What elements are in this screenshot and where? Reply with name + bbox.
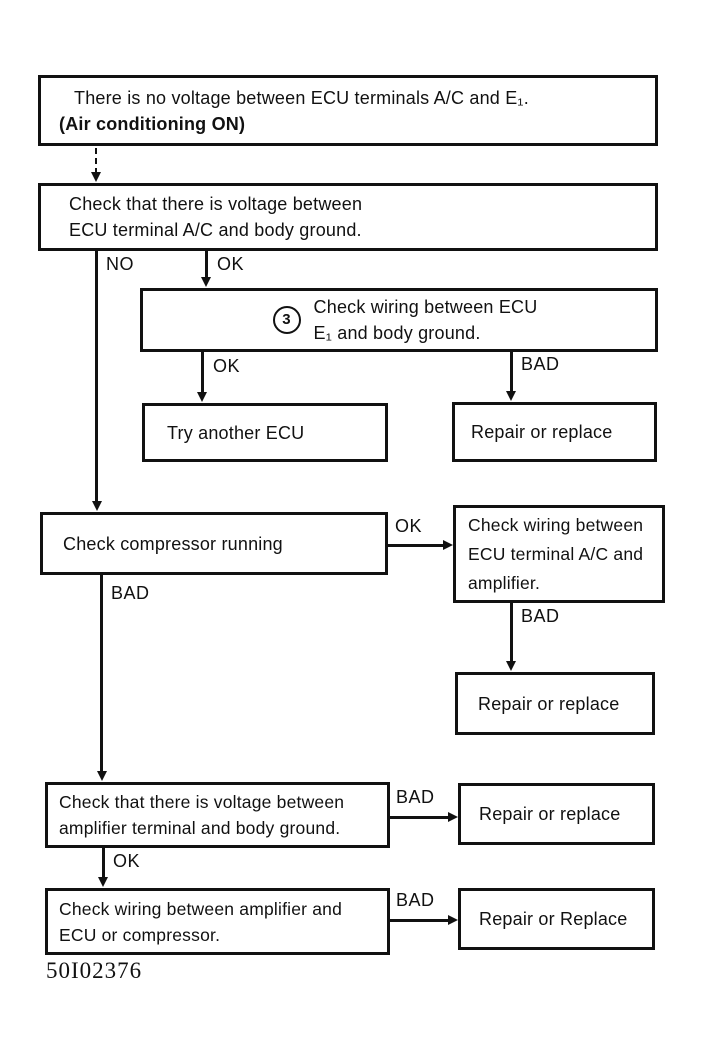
arrowhead-bad-1 xyxy=(506,391,516,401)
repair-replace-3-text: Repair or replace xyxy=(479,804,621,824)
check-voltage-amp-line-2: amplifier terminal and body ground. xyxy=(59,818,341,838)
flow-box-repair-replace-1: Repair or replace xyxy=(452,402,657,462)
check-voltage-ecu-line-1: Check that there is voltage between xyxy=(69,194,363,214)
arrowhead-bad-3 xyxy=(96,771,107,781)
connector-ok-2 xyxy=(201,352,204,395)
flow-box-repair-replace-4: Repair or Replace xyxy=(458,888,655,950)
edge-label-bad-4: BAD xyxy=(396,787,435,807)
edge-label-ok-1: OK xyxy=(217,254,245,274)
flow-box-check-voltage-ecu: Check that there is voltage between ECU … xyxy=(38,183,658,251)
check-compressor-text: Check compressor running xyxy=(63,533,283,554)
flow-box-problem-statement: There is no voltage between ECU terminal… xyxy=(38,75,658,146)
try-another-ecu-text: Try another ECU xyxy=(167,422,305,443)
check-wiring-e1-line-2: E₁ and body ground. xyxy=(313,323,481,343)
connector-bad-4 xyxy=(390,816,450,819)
edge-label-no: NO xyxy=(106,254,134,274)
check-wiring-amp-line-3: amplifier. xyxy=(468,572,541,593)
check-voltage-ecu-line-2: ECU terminal A/C and body ground. xyxy=(69,220,362,240)
check-wiring-amp-line-2: ECU terminal A/C and xyxy=(468,543,644,564)
flow-box-check-wiring-e1: 3 Check wiring between ECU E₁ and body g… xyxy=(140,288,658,352)
edge-label-bad-1: BAD xyxy=(521,354,560,374)
arrowhead-ok-3 xyxy=(443,540,453,550)
flow-box-try-another-ecu: Try another ECU xyxy=(142,403,388,462)
arrowhead-ok-4 xyxy=(98,877,108,887)
arrowhead-no-branch xyxy=(91,501,102,511)
problem-line-1: There is no voltage between ECU terminal… xyxy=(74,87,529,108)
connector-no-branch xyxy=(95,251,98,503)
connector-ok-1 xyxy=(205,251,208,280)
arrowhead-bad-4 xyxy=(448,812,458,822)
connector-bad-3 xyxy=(100,575,103,774)
connector-ok-3 xyxy=(388,544,445,547)
connector-bad-1 xyxy=(510,352,513,394)
problem-line-2: (Air conditioning ON) xyxy=(59,113,246,134)
flow-box-check-compressor: Check compressor running xyxy=(40,512,388,575)
arrowhead-bad-2 xyxy=(506,661,516,671)
repair-replace-1-text: Repair or replace xyxy=(471,422,613,442)
step-number-badge: 3 xyxy=(272,306,301,334)
edge-label-bad-3: BAD xyxy=(111,583,150,603)
check-wiring-e1-text: Check wiring between ECU E₁ and body gro… xyxy=(314,294,538,346)
edge-label-ok-3: OK xyxy=(395,516,423,536)
flow-box-repair-replace-3: Repair or replace xyxy=(458,783,655,845)
edge-label-ok-4: OK xyxy=(113,851,141,871)
connector-bad-5 xyxy=(390,919,450,922)
arrowhead-start-dashed xyxy=(91,172,101,182)
check-wiring-final-line-1: Check wiring between amplifier and xyxy=(59,898,343,919)
check-voltage-amp-line-1: Check that there is voltage between xyxy=(59,792,345,812)
flow-box-check-wiring-amplifier: Check wiring between ECU terminal A/C an… xyxy=(453,505,665,603)
repair-replace-4-text: Repair or Replace xyxy=(479,909,628,929)
repair-replace-2-text: Repair or replace xyxy=(478,693,620,714)
connector-bad-2 xyxy=(510,603,513,664)
arrowhead-ok-1 xyxy=(201,277,211,287)
connector-start-dashed xyxy=(95,148,97,174)
check-wiring-amp-line-1: Check wiring between xyxy=(468,514,644,535)
edge-label-bad-5: BAD xyxy=(396,890,435,910)
flow-box-check-wiring-final: Check wiring between amplifier and ECU o… xyxy=(45,888,390,955)
connector-ok-4 xyxy=(102,848,105,881)
edge-label-bad-2: BAD xyxy=(521,606,560,626)
flow-box-check-voltage-amplifier: Check that there is voltage between ampl… xyxy=(45,782,390,848)
check-wiring-e1-line-1: Check wiring between ECU xyxy=(313,297,538,317)
figure-code: 50I02376 xyxy=(46,958,143,983)
arrowhead-ok-2 xyxy=(197,392,207,402)
check-wiring-final-line-2: ECU or compressor. xyxy=(59,924,221,945)
edge-label-ok-2: OK xyxy=(213,356,241,376)
flow-box-repair-replace-2: Repair or replace xyxy=(455,672,655,735)
arrowhead-bad-5 xyxy=(448,915,458,925)
